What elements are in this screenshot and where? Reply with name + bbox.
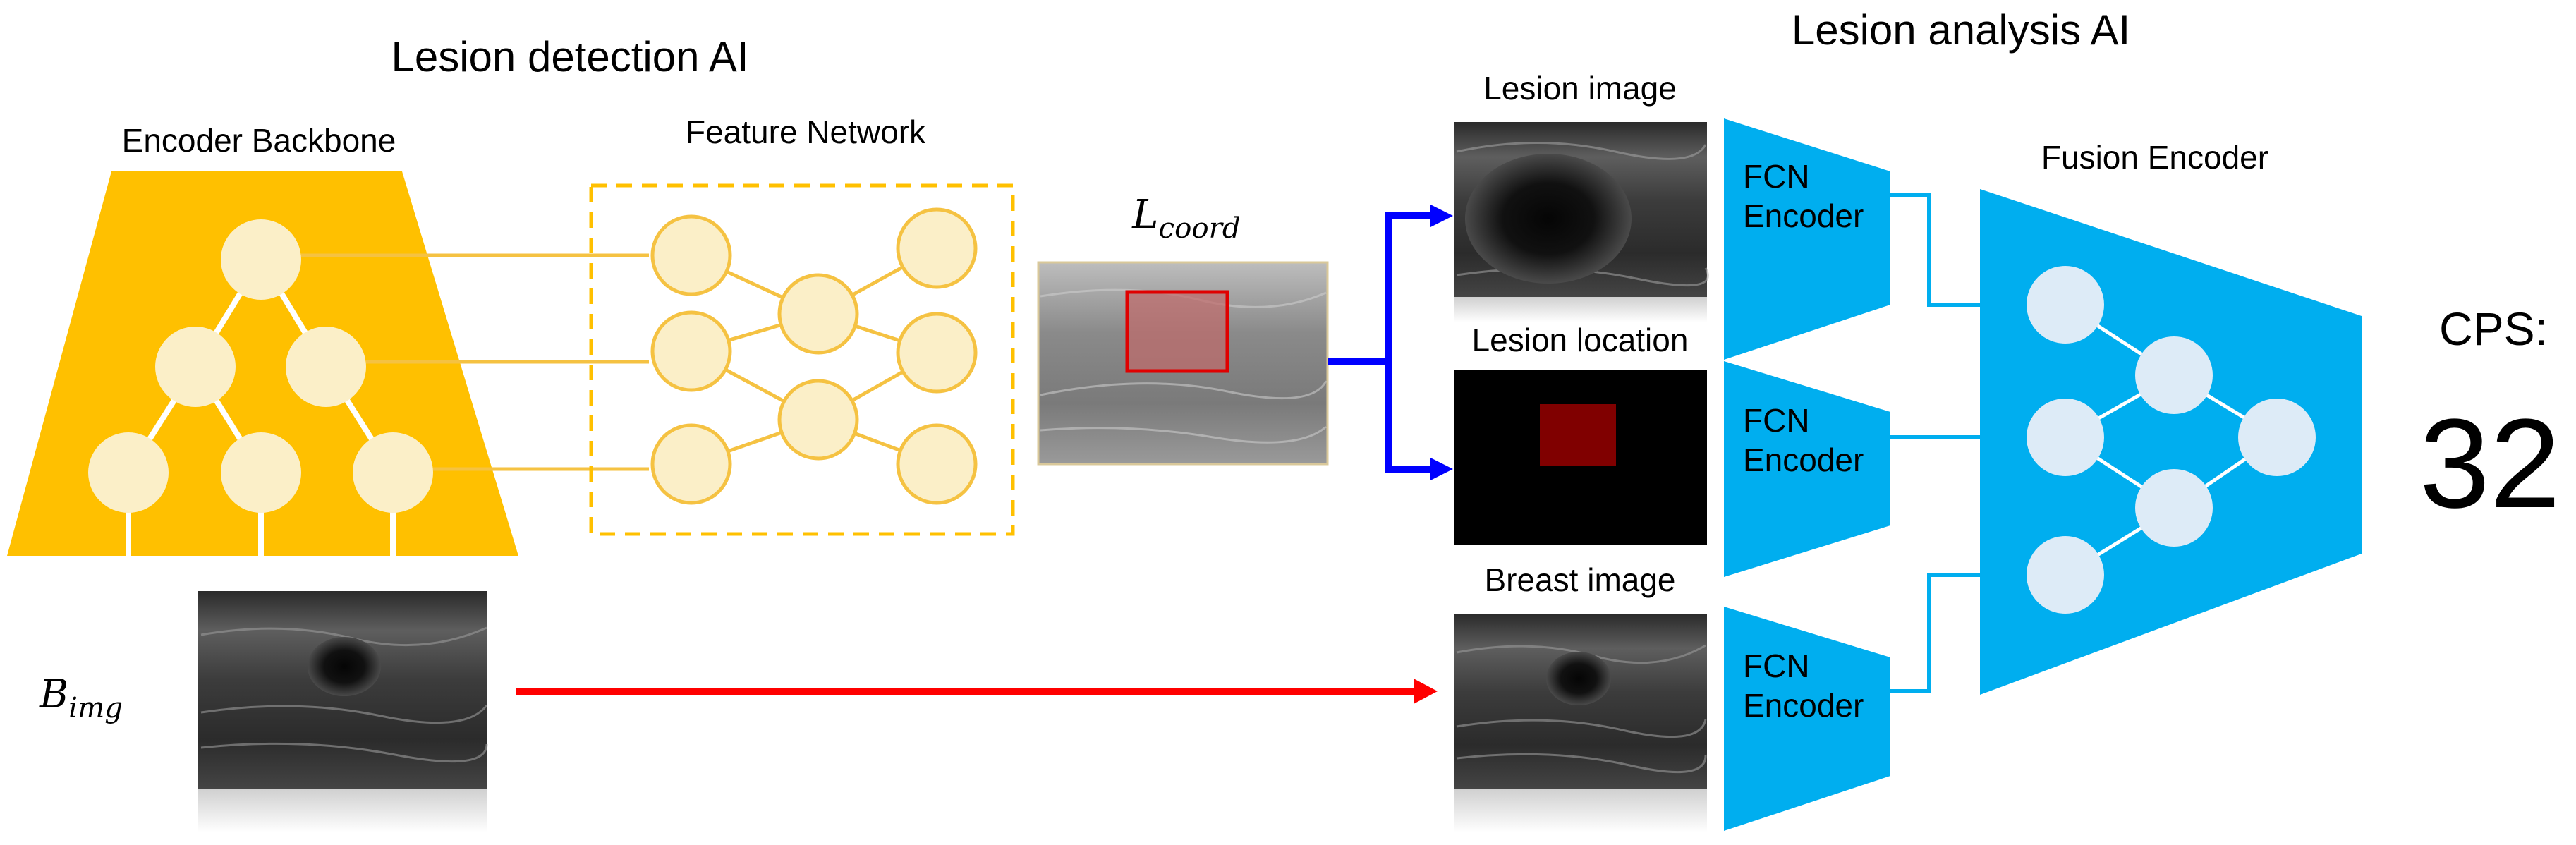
fusion-encoder [1980, 189, 2362, 695]
feature-node [650, 310, 732, 392]
feature-node [777, 379, 859, 461]
fusion-node [2135, 336, 2213, 414]
fusion-node [2027, 266, 2104, 344]
input-subscript: img [68, 691, 123, 725]
fcn-line2: Encoder [1743, 442, 1864, 478]
feature-network-box [589, 183, 1015, 536]
fcn-line1: FCN [1743, 648, 1810, 684]
coord-symbol: L [1132, 192, 1159, 238]
coord-image [1037, 261, 1329, 466]
coord-label: Lcoord [1132, 192, 1240, 245]
lesion-bounding-box [1125, 290, 1229, 373]
encoder-node [88, 432, 169, 513]
fusion-node [2027, 399, 2104, 476]
arrowhead [1430, 458, 1453, 480]
arrowhead [1430, 205, 1453, 227]
red-skip-arrow [516, 679, 1438, 704]
feature-node [896, 207, 978, 289]
fcn-line2: Encoder [1743, 197, 1864, 234]
fusion-node [2135, 469, 2213, 547]
fcn-encoders [1724, 118, 1890, 831]
cps-label: CPS: [2438, 303, 2548, 355]
feature-nodes [650, 207, 978, 505]
lesion-image-panel [1454, 122, 1709, 322]
fcn-line1: FCN [1743, 158, 1810, 195]
arrowhead [1414, 679, 1438, 704]
input-image-label: Bimg [40, 671, 123, 724]
feature-node [896, 312, 978, 394]
encoder-node [221, 219, 301, 300]
encoder-node [286, 327, 366, 407]
feature-node [896, 423, 978, 505]
fcn-encoder-1-text: FCN Encoder [1743, 157, 1864, 236]
lesion-location-label: Lesion location [1471, 322, 1689, 358]
cps-value: 32 [2419, 393, 2561, 535]
analysis-title: Lesion analysis AI [1791, 6, 2131, 54]
fusion-node [2238, 399, 2316, 476]
fcn-line1: FCN [1743, 402, 1810, 439]
feature-network [589, 183, 1015, 536]
lesion-crop-lesion [1465, 154, 1632, 284]
coord-subscript: coord [1158, 212, 1241, 245]
fcn-encoder-1 [1724, 118, 1890, 360]
feature-node [650, 423, 732, 505]
breast-image-label: Breast image [1484, 561, 1676, 598]
encoder-backbone-label: Encoder Backbone [121, 122, 396, 159]
fusion-node [2027, 536, 2104, 614]
encoder-backbone [7, 171, 518, 556]
input-lesion [308, 637, 381, 696]
breast-image-panel [1454, 614, 1707, 832]
fcn-encoder-2 [1724, 361, 1890, 577]
fusion-nodes [2027, 266, 2316, 614]
input-symbol: B [40, 671, 69, 717]
encoder-nodes [88, 219, 433, 513]
encoder-node [221, 432, 301, 513]
encoder-to-feature-connectors [301, 253, 649, 471]
fcn-line2: Encoder [1743, 687, 1864, 724]
encoder-node [155, 327, 236, 407]
fcn-encoder-3 [1724, 607, 1890, 831]
fcn-encoder-2-text: FCN Encoder [1743, 401, 1864, 480]
feature-network-label: Feature Network [685, 114, 926, 150]
feature-node [777, 273, 859, 355]
feature-node [650, 214, 732, 296]
lesion-location-panel [1454, 370, 1707, 545]
input-image-reflection [198, 789, 487, 832]
detection-title: Lesion detection AI [391, 33, 749, 80]
lesion-location-mask [1540, 404, 1616, 466]
breast-panel-lesion [1546, 652, 1611, 705]
blue-branch-arrow [1328, 205, 1453, 480]
lesion-image-label: Lesion image [1483, 70, 1677, 107]
fcn-encoder-3-text: FCN Encoder [1743, 646, 1864, 725]
fusion-encoder-label: Fusion Encoder [2041, 139, 2269, 176]
encoder-node [353, 432, 433, 513]
input-breast-image [198, 591, 488, 832]
